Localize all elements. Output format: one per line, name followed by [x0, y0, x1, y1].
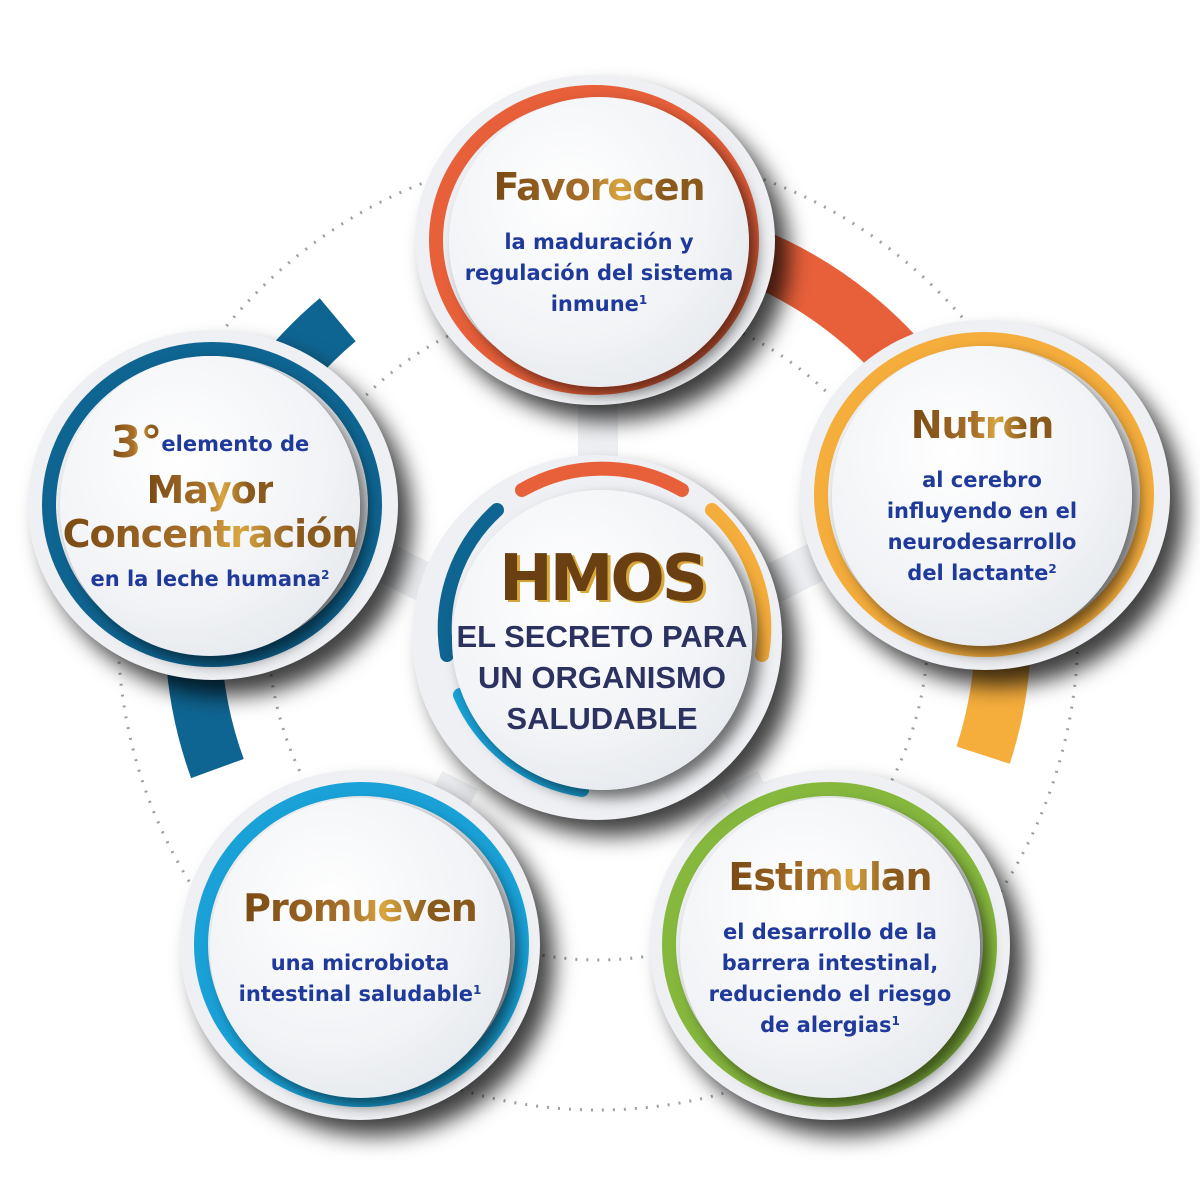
node-title: Nutren: [910, 403, 1055, 447]
node-text: influyendo en el: [886, 499, 1078, 523]
node-favorecen: Favorecen la maduración y regulación del…: [415, 75, 775, 405]
node-text: barrera intestinal,: [721, 951, 939, 975]
node-text: intestinal saludable1: [238, 982, 482, 1006]
node-title: Concentración: [62, 512, 359, 556]
node-text: al cerebro: [922, 468, 1042, 492]
node-title: Promueven: [243, 886, 478, 930]
center-text: SALUDABLE: [506, 700, 698, 736]
node-text: una microbiota: [270, 951, 450, 975]
node-title: Mayor: [146, 468, 275, 512]
node-text: de alergias1: [760, 1013, 900, 1037]
node-mayor-concentracion: 3° elemento de Mayor Concentración en la…: [28, 330, 398, 680]
node-text: la maduración y: [504, 229, 694, 254]
node-title: Estimulan: [728, 855, 932, 899]
node-text: reduciendo el riesgo: [708, 982, 952, 1006]
node-nutren: Nutren al cerebro influyendo en el neuro…: [800, 320, 1170, 670]
node-text: del lactante2: [907, 561, 1057, 585]
node-heading: 3° elemento de: [110, 417, 310, 468]
node-text: en la leche humana2: [90, 567, 330, 591]
node-text: el desarrollo de la: [723, 920, 937, 944]
center-text: EL SECRETO PARA: [456, 618, 748, 654]
center-text: UN ORGANISMO: [477, 659, 726, 695]
node-promueven: Promueven una microbiota intestinal salu…: [180, 770, 540, 1120]
node-text: regulación del sistema: [464, 260, 734, 285]
node-title: Favorecen: [493, 164, 705, 209]
center-hmos: HMOS EL SECRETO PARA UN ORGANISMO SALUDA…: [412, 455, 782, 820]
center-title: HMOS: [499, 541, 708, 616]
node-text: inmune1: [550, 291, 648, 316]
node-text: neurodesarrollo: [887, 530, 1077, 554]
node-estimulan: Estimulan el desarrollo de la barrera in…: [650, 770, 1010, 1120]
